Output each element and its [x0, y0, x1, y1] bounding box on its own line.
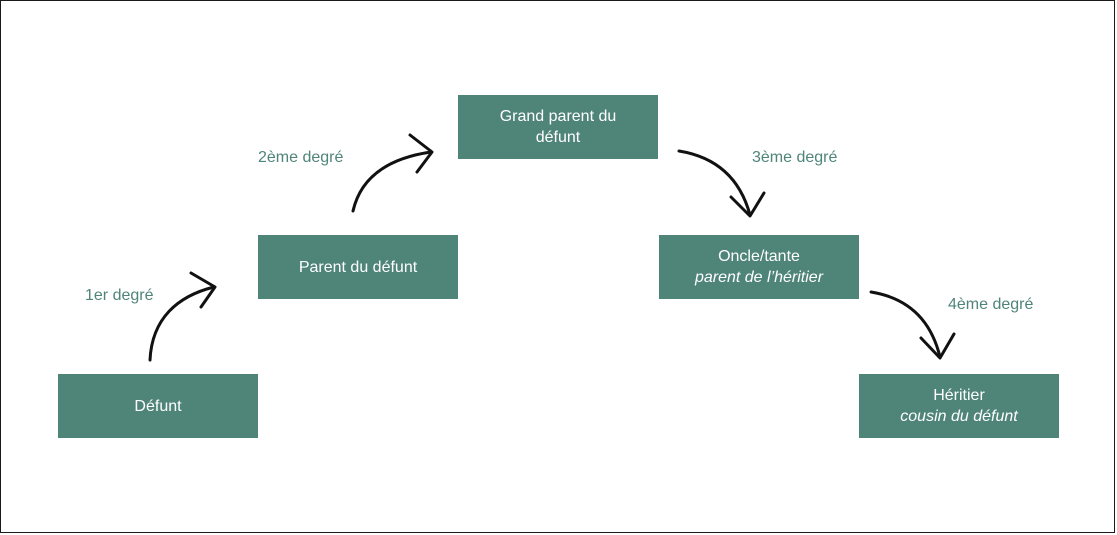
node-oncle-sub: parent de l’héritier — [694, 269, 824, 286]
node-defunt: Défunt — [58, 374, 258, 438]
node-oncle-label: Oncle/tante — [718, 248, 800, 265]
node-heritier-label: Héritier — [933, 387, 985, 404]
node-defunt-label: Défunt — [134, 397, 182, 415]
degree-label-2: 2ème degré — [258, 149, 344, 166]
node-grand-parent: Grand parent du défunt — [458, 95, 658, 159]
node-heritier: Héritier cousin du défunt — [859, 374, 1059, 438]
degree-label-3: 3ème degré — [752, 149, 838, 166]
degree-label-4: 4ème degré — [948, 296, 1034, 313]
node-parent-label: Parent du défunt — [298, 258, 418, 276]
degree-label-1: 1er degré — [85, 287, 154, 304]
node-parent: Parent du défunt — [258, 235, 458, 299]
node-heritier-sub: cousin du défunt — [900, 408, 1018, 425]
node-grand-parent-label: Grand parent du défunt — [499, 108, 617, 146]
node-oncle: Oncle/tante parent de l’héritier — [659, 235, 859, 299]
